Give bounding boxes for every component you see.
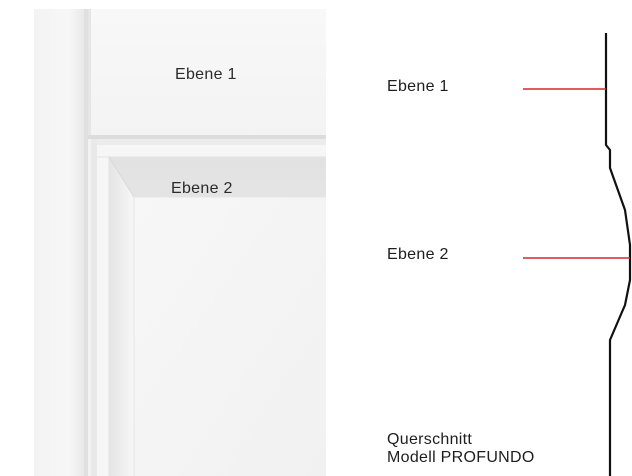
section-level2-label: Ebene 2 — [387, 246, 449, 263]
caption-line2: Modell PROFUNDO — [387, 449, 535, 466]
door-panel-photo: Ebene 1 Ebene 2 — [34, 9, 326, 476]
door-panel-image — [34, 9, 326, 476]
cross-section-caption: Querschnitt Modell PROFUNDO — [387, 431, 535, 467]
caption-line1: Querschnitt — [387, 431, 473, 448]
section-level1-label: Ebene 1 — [387, 78, 449, 95]
profile-outline — [604, 33, 632, 476]
photo-level2-label: Ebene 2 — [171, 180, 233, 197]
photo-level1-label: Ebene 1 — [175, 66, 237, 83]
